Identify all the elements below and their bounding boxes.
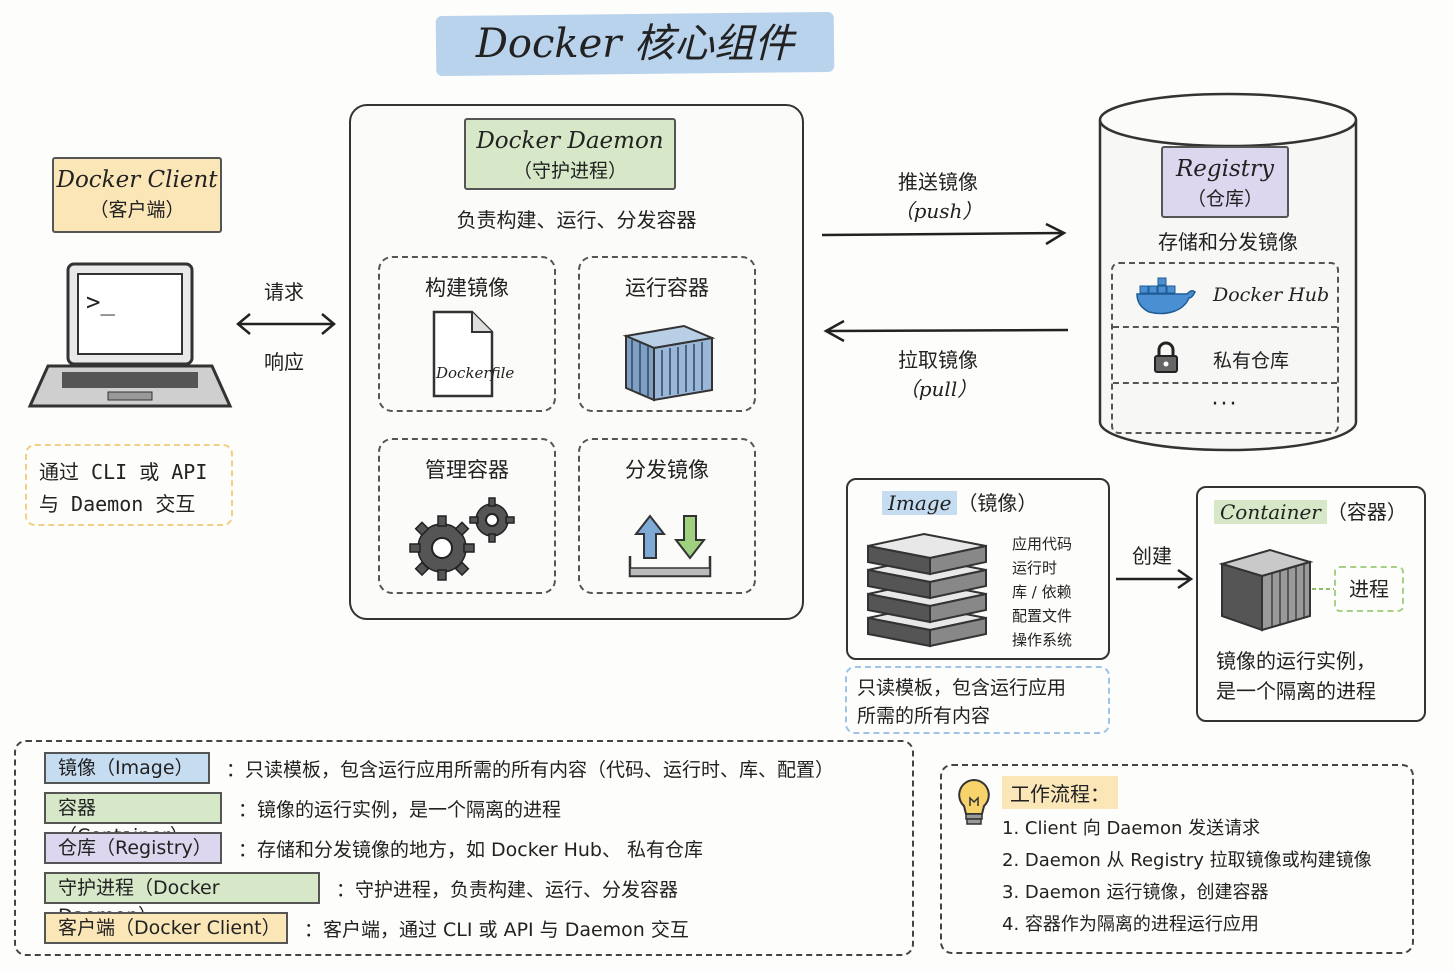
private-registry-label: 私有仓库	[1213, 350, 1290, 372]
image-layer-list: 应用代码 运行时 库 / 依赖 配置文件 操作系统	[1012, 532, 1072, 652]
terminal-prompt: >_	[86, 288, 115, 316]
legend-value: ：只读模板，包含运行应用所需的所有内容（代码、运行时、库、配置）	[226, 758, 835, 781]
legend-value: ：存储和分发镜像的地方，如 Docker Hub、 私有仓库	[238, 838, 704, 861]
dockerfile-icon: Dockerfile	[432, 310, 514, 398]
function-label: 运行容器	[625, 276, 709, 300]
image-header: Image（镜像）	[882, 487, 1037, 516]
registry-list: Docker Hub 私有仓库 ···	[1111, 262, 1339, 434]
dockerfile-label: Dockerfile	[435, 364, 514, 382]
docker-hub-label: Docker Hub	[1213, 284, 1330, 306]
pull-label: 拉取镜像 （pull）	[878, 344, 998, 402]
legend-box: 镜像（Image） ：只读模板，包含运行应用所需的所有内容（代码、运行时、库、配…	[14, 740, 914, 956]
push-label: 推送镜像 （push）	[878, 166, 998, 224]
workflow-step: 3. Daemon 运行镜像，创建容器	[1002, 882, 1269, 903]
registry-label: Registry （仓库）	[1161, 146, 1289, 218]
lightbulb-icon	[958, 778, 990, 825]
image-layer: 配置文件	[1012, 607, 1073, 625]
upload-download-icon	[628, 514, 712, 578]
legend-value: ：镜像的运行实例，是一个隔离的进程	[238, 798, 562, 821]
legend-value: ：客户端，通过 CLI 或 API 与 Daemon 交互	[304, 918, 689, 941]
gears-icon	[409, 497, 515, 581]
registry-sub: （仓库）	[1186, 188, 1263, 210]
client-note-line2: 与 Daemon 交互	[39, 492, 196, 516]
legend-key: 守护进程（Docker Daemon）	[44, 872, 320, 927]
image-layer: 库 / 依赖	[1012, 583, 1072, 601]
legend-row-container: 容器（Container） ：镜像的运行实例，是一个隔离的进程	[44, 792, 562, 847]
image-note-line2: 所需的所有内容	[857, 705, 991, 727]
image-layer: 运行时	[1012, 559, 1058, 577]
client-sub: （客户端）	[89, 199, 185, 221]
function-run-container: 运行容器	[578, 256, 756, 412]
function-label: 管理容器	[425, 458, 509, 482]
legend-key: 容器（Container）	[44, 792, 222, 847]
function-build-image: 构建镜像 Dockerfile	[378, 256, 556, 412]
docker-whale-icon	[1136, 277, 1196, 315]
lock-icon	[1154, 341, 1178, 373]
registry-divider	[1113, 382, 1337, 384]
registry-name: Registry	[1175, 156, 1275, 182]
push-text: 推送镜像	[898, 170, 978, 194]
pull-arrow	[823, 319, 1069, 343]
image-note: 只读模板，包含运行应用 所需的所有内容	[845, 666, 1110, 734]
workflow-step: 2. Daemon 从 Registry 拉取镜像或构建镜像	[1002, 850, 1372, 871]
legend-row-client: 客户端（Docker Client） ：客户端，通过 CLI 或 API 与 D…	[44, 912, 689, 944]
registry-divider	[1113, 326, 1337, 328]
image-sub: （镜像）	[957, 491, 1038, 515]
request-label: 请求	[264, 280, 304, 304]
image-box	[846, 478, 1110, 660]
request-response-arrow	[236, 313, 336, 335]
legend-row-daemon: 守护进程（Docker Daemon） ：守护进程，负责构建、运行、分发容器	[44, 872, 679, 927]
legend-row-registry: 仓库（Registry） ：存储和分发镜像的地方，如 Docker Hub、 私…	[44, 832, 703, 864]
legend-row-image: 镜像（Image） ：只读模板，包含运行应用所需的所有内容（代码、运行时、库、配…	[44, 752, 834, 784]
function-label: 构建镜像	[425, 276, 509, 300]
pull-sub: （pull）	[898, 377, 978, 401]
image-layer: 操作系统	[1012, 631, 1073, 649]
push-sub: （push）	[893, 199, 983, 223]
create-label: 创建	[1132, 544, 1172, 568]
client-note-line1: 通过 CLI 或 API	[39, 460, 208, 484]
daemon-desc: 负责构建、运行、分发容器	[456, 208, 697, 232]
push-arrow	[821, 222, 1067, 246]
container-desc-line2: 是一个隔离的进程	[1216, 679, 1376, 703]
image-layers-icon	[867, 532, 987, 648]
container-icon	[622, 324, 716, 402]
container-sub: （容器）	[1326, 500, 1407, 524]
container-cube-icon	[1218, 548, 1314, 632]
container-header: Container（容器）	[1214, 496, 1407, 525]
workflow-box	[940, 764, 1414, 954]
workflow-step: 1. Client 向 Daemon 发送请求	[1002, 818, 1261, 839]
container-name: Container	[1214, 500, 1327, 524]
client-name: Docker Client	[56, 167, 218, 193]
legend-value: ：守护进程，负责构建、运行、分发容器	[336, 878, 679, 901]
registry-more: ···	[1211, 392, 1239, 417]
client-label: Docker Client （客户端）	[52, 157, 222, 233]
daemon-sub: （守护进程）	[512, 160, 627, 182]
container-desc-line1: 镜像的运行实例，	[1216, 649, 1376, 673]
function-manage-container: 管理容器	[378, 438, 556, 594]
function-distribute-image: 分发镜像	[578, 438, 756, 594]
client-note: 通过 CLI 或 API 与 Daemon 交互	[25, 444, 233, 526]
image-layer: 应用代码	[1012, 535, 1073, 553]
daemon-name: Docker Daemon	[476, 128, 664, 154]
legend-key: 镜像（Image）	[44, 752, 210, 784]
container-desc: 镜像的运行实例， 是一个隔离的进程	[1216, 646, 1376, 706]
workflow-step: 4. 容器作为隔离的进程运行应用	[1002, 914, 1259, 935]
process-tag: 进程	[1334, 566, 1404, 612]
workflow-title: 工作流程：	[1002, 776, 1118, 809]
create-arrow	[1116, 568, 1194, 590]
registry-desc: 存储和分发镜像	[1158, 230, 1298, 254]
pull-text: 拉取镜像	[898, 348, 978, 372]
legend-key: 客户端（Docker Client）	[44, 912, 288, 944]
daemon-label: Docker Daemon （守护进程）	[464, 118, 676, 190]
legend-key: 仓库（Registry）	[44, 832, 222, 864]
container-box	[1196, 486, 1426, 722]
function-label: 分发镜像	[625, 458, 709, 482]
response-label: 响应	[264, 350, 304, 374]
image-note-line1: 只读模板，包含运行应用	[857, 677, 1067, 699]
image-name: Image	[882, 491, 958, 515]
laptop-icon: >_	[27, 262, 233, 408]
process-connector	[1312, 588, 1334, 590]
page-title: Docker 核心组件	[475, 21, 795, 67]
